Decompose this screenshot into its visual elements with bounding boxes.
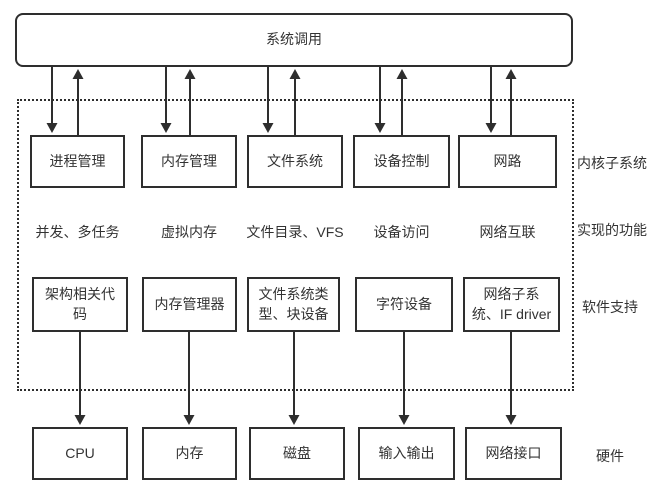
software-box-fs-block-devices: 文件系统类型、块设备 xyxy=(247,277,340,332)
function-label-concurrency: 并发、多任务 xyxy=(35,224,120,240)
function-label-networking: 网络互联 xyxy=(479,224,536,240)
subsystem-box-file-system: 文件系统 xyxy=(247,135,343,188)
side-label-hardware: 硬件 xyxy=(596,448,624,464)
function-label-virtual-memory: 虚拟内存 xyxy=(161,224,217,240)
software-box-arch-code: 架构相关代码 xyxy=(32,277,128,332)
software-box-char-devices: 字符设备 xyxy=(355,277,453,332)
hardware-box-memory: 内存 xyxy=(142,427,237,480)
side-label-implemented-functions: 实现的功能 xyxy=(577,222,647,238)
software-box-memory-manager: 内存管理器 xyxy=(142,277,237,332)
subsystem-box-network: 网路 xyxy=(458,135,557,188)
system-call-box: 系统调用 xyxy=(15,13,573,67)
hardware-box-disk: 磁盘 xyxy=(249,427,345,480)
function-label-device-access: 设备访问 xyxy=(373,224,430,240)
function-label-file-dir-vfs: 文件目录、VFS xyxy=(246,224,344,240)
hardware-box-network-interface: 网络接口 xyxy=(465,427,562,480)
side-label-software-support: 软件支持 xyxy=(582,299,638,315)
hardware-box-cpu: CPU xyxy=(32,427,128,480)
subsystem-box-device-control: 设备控制 xyxy=(353,135,450,188)
hardware-box-input-output: 输入输出 xyxy=(358,427,455,480)
side-label-kernel-subsystems: 内核子系统 xyxy=(577,155,647,171)
subsystem-box-process-management: 进程管理 xyxy=(30,135,125,188)
subsystem-box-memory-management: 内存管理 xyxy=(141,135,237,188)
software-box-network-if-driver: 网络子系统、IF driver xyxy=(463,277,560,332)
